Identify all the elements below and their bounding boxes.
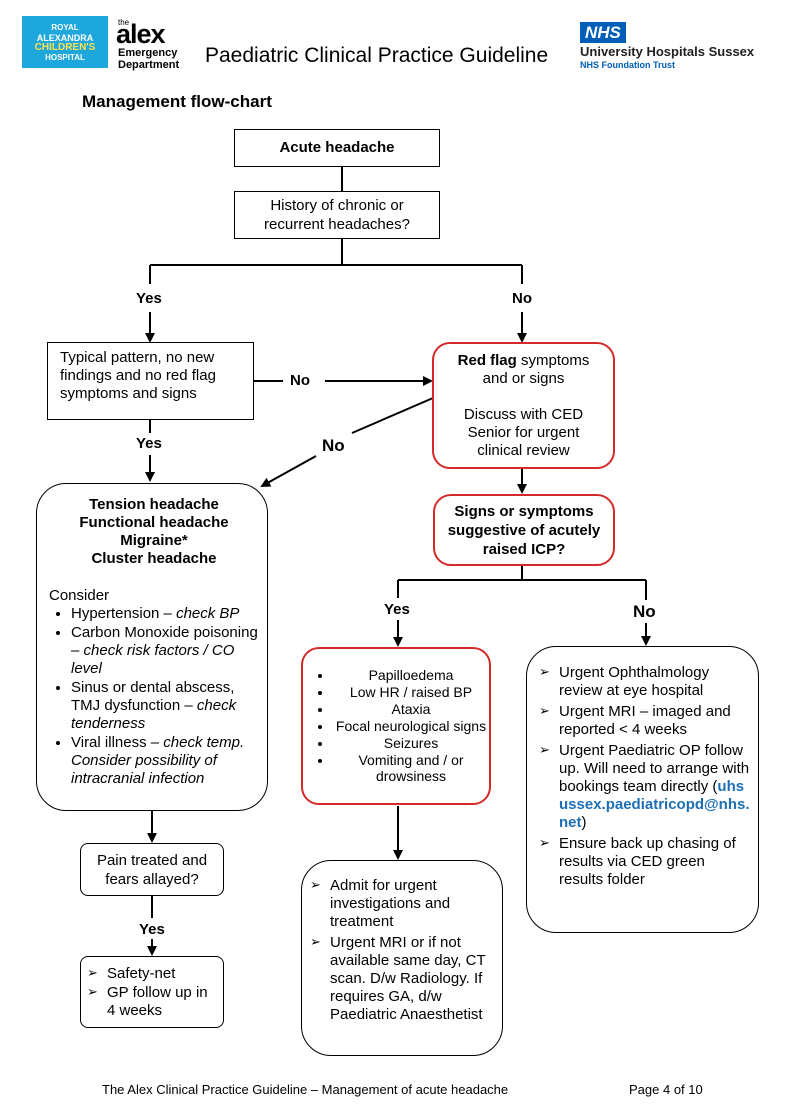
label-no-diag: No: [322, 436, 345, 455]
page-number: Page 4 of 10: [629, 1082, 703, 1097]
red-signs-box: Papilloedema Low HR / raised BP Ataxia F…: [301, 647, 491, 805]
list-item: Admit for urgent investigations and trea…: [310, 877, 494, 931]
list-item: Vomiting and / or drowsiness: [333, 752, 489, 784]
safety-list: Safety-net GP follow up in 4 weeks: [87, 965, 217, 1020]
label-yes-4: Yes: [139, 921, 165, 938]
list-item: Sinus or dental abscess, TMJ dysfunction…: [71, 679, 259, 733]
safety-net-box: Safety-net GP follow up in 4 weeks: [80, 956, 224, 1028]
consider-list: Hypertension – check BP Carbon Monoxide …: [49, 605, 259, 788]
bookings-email-link[interactable]: uhsussex.paediatricopd@nhs.net: [559, 778, 750, 831]
pain-question-box: Pain treated and fears allayed?: [80, 843, 224, 896]
list-item: Ataxia: [333, 701, 489, 717]
non-urgent-actions-box: Urgent Ophthalmology review at eye hospi…: [526, 646, 759, 933]
icp-question-box: Signs or symptoms suggestive of acutely …: [433, 494, 615, 566]
label-no-1: No: [512, 290, 532, 307]
list-item: GP follow up in 4 weeks: [87, 984, 217, 1020]
acute-headache-box: Acute headache: [234, 129, 440, 167]
list-item: Urgent Paediatric OP follow up. Will nee…: [539, 742, 750, 832]
list-item: Papilloedema: [333, 667, 489, 683]
red-flag-box: Red flag symptoms and or signs Discuss w…: [432, 342, 615, 469]
list-item: Urgent MRI or if not available same day,…: [310, 934, 494, 1024]
label-no-3: No: [633, 602, 656, 621]
label-yes-1: Yes: [136, 290, 162, 307]
list-item: Ensure back up chasing of results via CE…: [539, 835, 750, 889]
list-item: Urgent Ophthalmology review at eye hospi…: [539, 664, 750, 700]
label-yes-3: Yes: [384, 601, 410, 618]
line-no-diag-top: [351, 397, 434, 434]
non-urgent-list: Urgent Ophthalmology review at eye hospi…: [539, 664, 750, 889]
admit-list: Admit for urgent investigations and trea…: [310, 877, 494, 1024]
typical-pattern-box: Typical pattern, no new findings and no …: [47, 342, 254, 420]
page-header-title: Paediatric Clinical Practice Guideline: [205, 44, 549, 67]
list-item: Safety-net: [87, 965, 217, 983]
footer-title: The Alex Clinical Practice Guideline – M…: [102, 1082, 509, 1097]
rach-logo: ROYAL ALEXANDRA CHILDREN'S HOSPITAL: [22, 16, 108, 68]
admit-box: Admit for urgent investigations and trea…: [301, 860, 503, 1056]
section-title: Management flow-chart: [82, 92, 272, 111]
label-no-mid: No: [290, 372, 310, 389]
nhs-logo: NHS University Hospitals Sussex NHS Foun…: [580, 22, 755, 70]
history-question-box: History of chronic or recurrent headache…: [234, 191, 440, 239]
nhs-badge: NHS: [580, 22, 626, 43]
list-item: Seizures: [333, 735, 489, 751]
list-item: Focal neurological signs: [333, 718, 489, 734]
alex-logo: the alex Emergency Department: [116, 18, 180, 71]
diagnosis-box: Tension headache Functional headache Mig…: [36, 483, 268, 811]
red-signs-list: Papilloedema Low HR / raised BP Ataxia F…: [311, 667, 489, 785]
list-item: Low HR / raised BP: [333, 684, 489, 700]
list-item: Hypertension – check BP: [71, 605, 259, 623]
arrow-no-diag: [260, 455, 317, 487]
list-item: Carbon Monoxide poisoning – check risk f…: [71, 624, 259, 678]
label-yes-2: Yes: [136, 435, 162, 452]
list-item: Urgent MRI – imaged and reported < 4 wee…: [539, 703, 750, 739]
list-item: Viral illness – check temp. Consider pos…: [71, 734, 259, 788]
